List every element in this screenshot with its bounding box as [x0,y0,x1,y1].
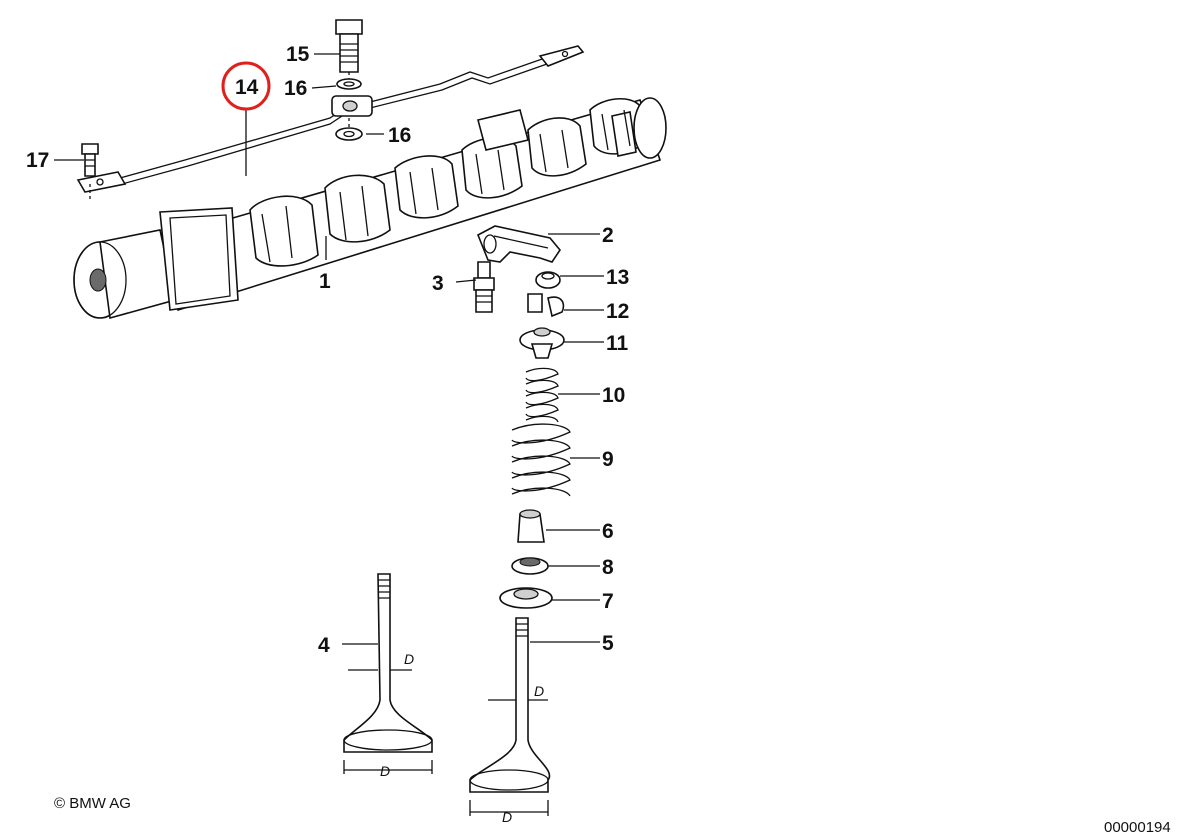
spring-retainer[interactable] [519,327,565,359]
callout-2[interactable]: 2 [602,224,614,247]
callout-11[interactable]: 11 [606,332,629,355]
lower-spring-plate[interactable] [499,587,553,609]
seal-ring-upper[interactable] [336,78,362,90]
inner-valve-spring[interactable] [525,367,559,423]
intake-valve[interactable] [343,573,433,753]
spring-seat[interactable] [511,557,549,575]
clamp-ring[interactable] [527,293,565,318]
valve-stem-seal[interactable] [517,509,545,543]
callout-9[interactable]: 9 [602,448,614,471]
callout-4[interactable]: 4 [318,634,330,657]
oil-pipe[interactable] [76,45,585,193]
callout-3[interactable]: 3 [432,272,444,295]
diagram-id: 00000194 [1104,819,1171,836]
callout-13[interactable]: 13 [606,266,629,289]
highlight-circle [221,61,271,111]
callout-labels: 15 16 16 17 14 1 2 3 13 12 11 10 9 6 8 7… [26,43,629,657]
dimension-label-exhaust-head: D [502,809,512,825]
small-bolt[interactable] [81,143,99,200]
callout-7[interactable]: 7 [602,590,614,613]
callout-15[interactable]: 15 [286,43,310,66]
dimension-label-intake-head: D [380,763,390,779]
leader-lines [54,53,604,645]
callout-12[interactable]: 12 [606,300,629,323]
callout-8[interactable]: 8 [602,556,614,579]
dimension-label-intake-stem: D [404,651,414,667]
callout-16-upper[interactable]: 16 [284,77,307,100]
eccentric-adjuster[interactable] [535,271,561,289]
outer-valve-spring[interactable] [511,423,571,497]
callout-5[interactable]: 5 [602,632,614,655]
callout-10[interactable]: 10 [602,384,625,407]
callout-17[interactable]: 17 [26,149,49,172]
dimension-markers: D D D D [343,651,549,825]
copyright-text: © BMW AG [54,795,131,812]
camshaft[interactable] [73,97,667,320]
seal-ring-lower[interactable] [335,118,363,141]
callout-16-lower[interactable]: 16 [388,124,411,147]
callout-1[interactable]: 1 [319,270,331,293]
adjusting-screw[interactable] [473,261,495,313]
callout-6[interactable]: 6 [602,520,614,543]
rocker-arm[interactable] [476,225,561,263]
dimension-label-exhaust-stem: D [534,683,544,699]
hollow-bolt[interactable] [335,19,363,86]
exhaust-valve[interactable] [469,617,551,793]
callout-14[interactable]: 14 [235,76,259,99]
